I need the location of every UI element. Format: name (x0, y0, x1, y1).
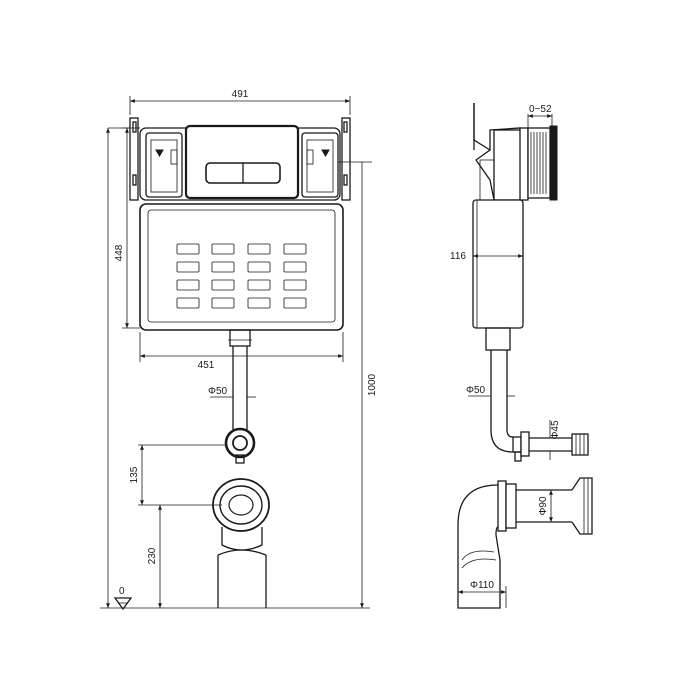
side-connector-pipe (520, 431, 589, 457)
dim-pipe-50-side: Φ50 (466, 385, 515, 397)
cistern-tank-panel (139, 203, 344, 331)
dim-label-1000: 1000 (367, 373, 378, 396)
frame-right-post (341, 117, 351, 201)
dim-label-phi110: Φ110 (470, 580, 494, 591)
dim-pipe-90: Φ90 (538, 490, 553, 522)
dim-label-448: 448 (114, 244, 125, 261)
dim-tank-height: 448 (114, 127, 140, 329)
dim-total-height: 1000 (106, 127, 378, 608)
left-side-valve-box (145, 132, 183, 198)
frame-left-post (129, 117, 139, 201)
side-wc-bend (457, 477, 593, 609)
dim-label-phi45: Φ45 (550, 420, 561, 440)
wc-outlet-front (212, 478, 270, 608)
dim-label-135: 135 (129, 466, 140, 483)
dim-label-phi50-front: Φ50 (208, 386, 228, 397)
flush-plate (184, 124, 300, 200)
front-view: 491 451 448 1000 Φ50 (100, 89, 378, 611)
dim-wall-adjust: 0~52 (527, 104, 553, 128)
dim-outlet-height-230: 230 (147, 505, 162, 608)
side-view: 0~52 116 Φ50 (450, 103, 593, 609)
pipe-connector-front (224, 427, 256, 464)
side-flush-pipe (485, 327, 522, 462)
dim-frame-width: 491 (129, 89, 351, 115)
right-side-valve-box (301, 132, 339, 198)
dim-label-phi90: Φ90 (538, 496, 549, 516)
floor-level-marker: 0 (100, 586, 370, 611)
dim-depth-116: 116 (450, 251, 523, 262)
dim-pipe-height-135: 135 (129, 444, 226, 506)
dim-pipe-45: Φ45 (549, 420, 561, 460)
floor-level-label: 0 (119, 586, 125, 597)
side-adjustable-bracket (519, 125, 558, 201)
tank-slot-grid (176, 243, 307, 309)
dim-label-451: 451 (198, 360, 215, 371)
dim-pipe-50-front: Φ50 (208, 386, 256, 398)
dim-tank-width: 451 (139, 332, 344, 371)
dim-label-491: 491 (232, 89, 249, 100)
flush-pipe-front (228, 329, 252, 430)
dim-label-0-52: 0~52 (529, 104, 552, 115)
dim-label-116: 116 (450, 251, 466, 262)
dim-label-phi50-side: Φ50 (466, 385, 486, 396)
dim-label-230: 230 (147, 547, 158, 564)
side-tank-body (472, 199, 524, 329)
side-upper-housing (475, 127, 523, 201)
dim-pipe-110: Φ110 (457, 580, 507, 608)
